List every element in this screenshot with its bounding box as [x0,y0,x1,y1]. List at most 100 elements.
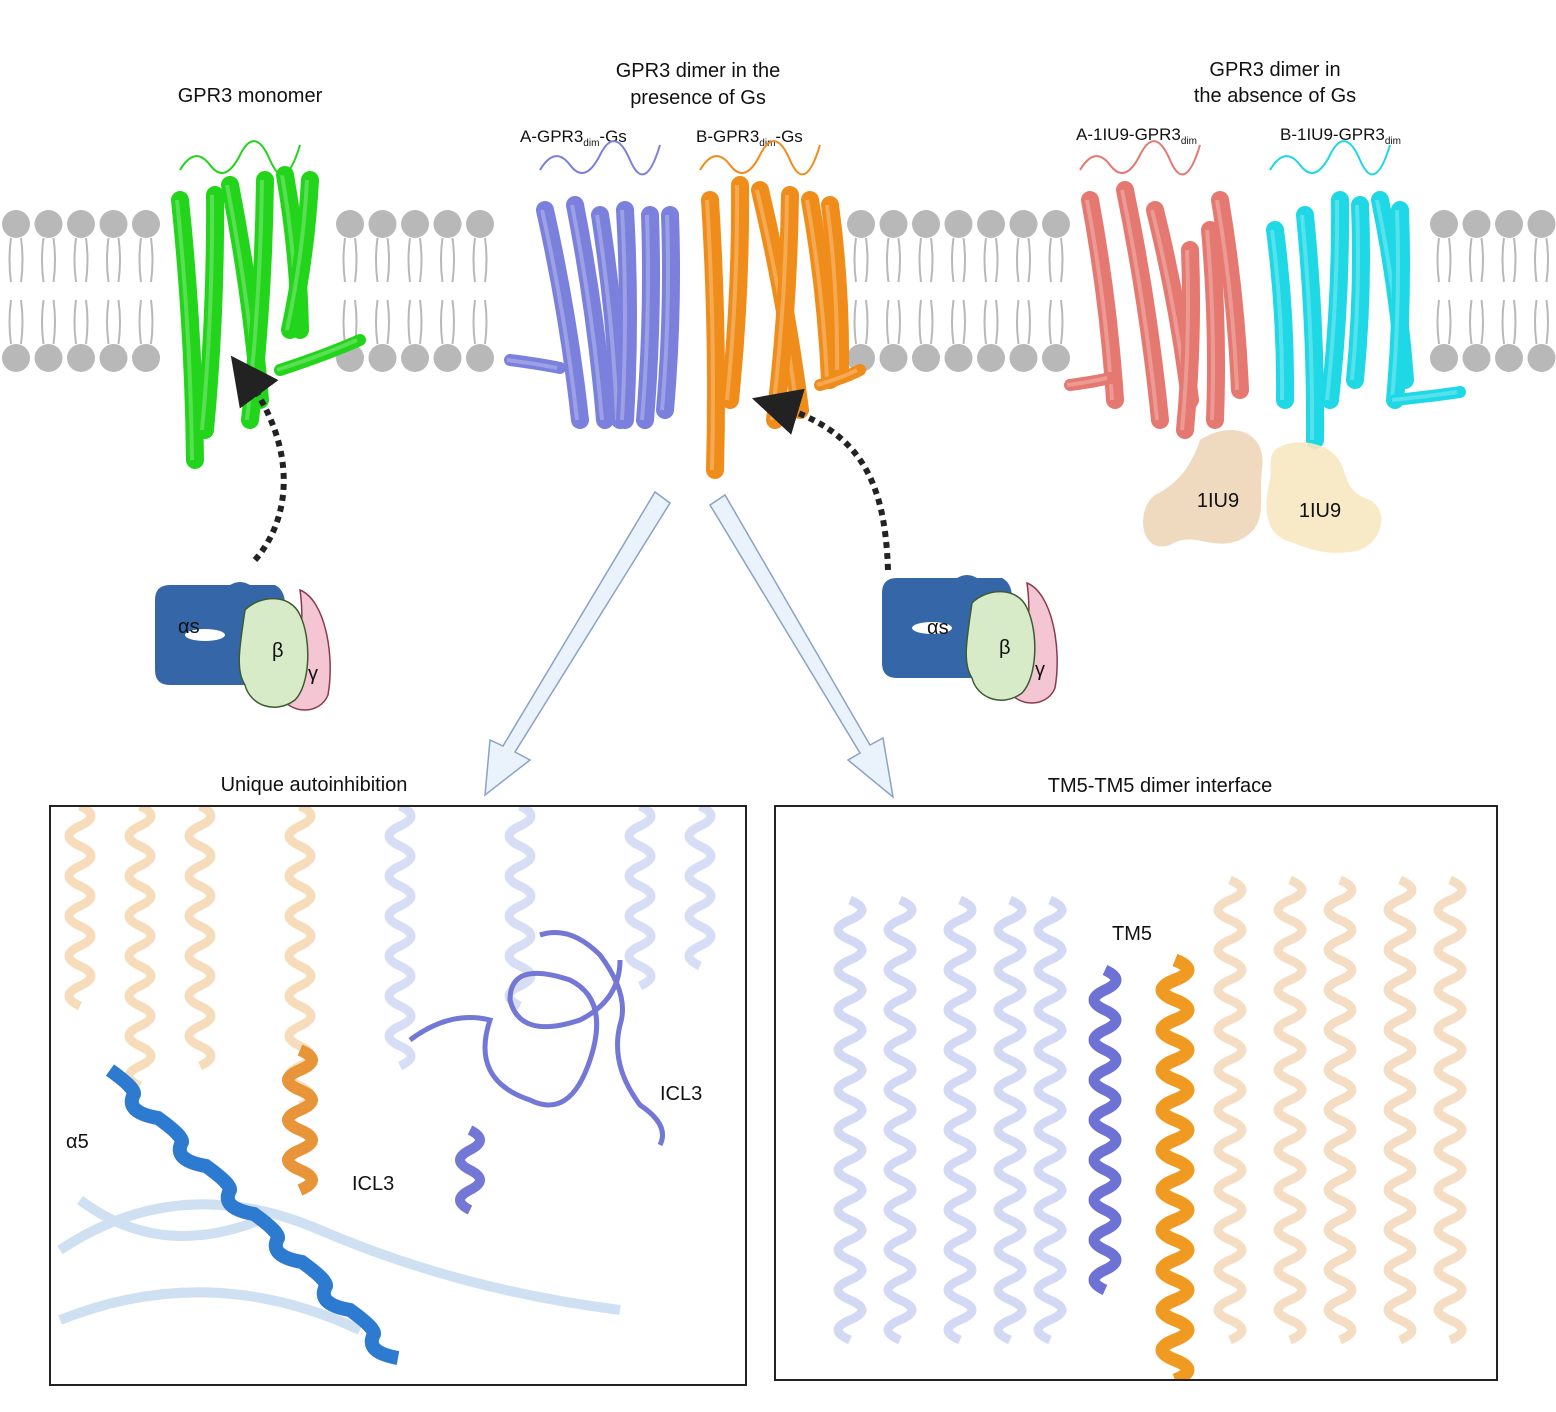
tm-helix [636,206,661,429]
tm-helix [566,196,614,429]
ribbon-helix [883,895,917,1345]
tm-helix [281,171,319,339]
lipid-tail [375,237,390,283]
lipid-tail [886,237,901,283]
lipid-tail [1469,299,1484,345]
alpha-s-label: αs [927,617,949,639]
lipid-tail [983,237,999,283]
lipid-head [2,210,30,238]
nanobody-label-right: 1IU9 [1299,500,1341,522]
lipid-tail [1436,237,1452,283]
tm-helix [504,354,566,374]
lipid-tail [918,237,934,283]
tm-helix [171,191,204,469]
lipid-tail [1534,299,1549,345]
lipid-tail [1501,299,1517,345]
tm5-interface-panel-frame [774,805,1498,1381]
hollow-arrow-left [484,490,672,797]
alpha-s-label: αs [178,616,200,638]
lipid-head [67,344,95,372]
lipid-head [34,210,63,238]
lipid-head [1462,210,1491,238]
autoinhibition-panel-structure [57,806,716,1365]
tm-helix [1176,241,1201,439]
lipid-tail [472,299,488,345]
lipid-head [847,210,875,238]
ribbon-helix [943,895,977,1345]
lipid-head [466,210,494,238]
tm-helix [274,334,366,376]
ribbon-helix [1383,875,1417,1345]
lipid-tail [73,299,89,345]
tm-helix [656,206,681,419]
lipid-tail [983,299,999,345]
loop [539,140,661,176]
tm-helix [1386,201,1411,409]
loop [699,140,821,176]
lipid-head [1430,210,1458,238]
ribbon-helix [384,806,416,1071]
lipid-head [912,344,940,372]
lipid-tail [1048,237,1064,283]
lipid-tail [440,237,455,283]
tm-helix [536,201,589,429]
lipid-head [34,344,63,372]
tm-helix [1211,191,1249,399]
lipid-head [1527,344,1556,372]
gamma-label: γ [308,663,318,685]
gamma-label: γ [1035,659,1045,681]
loop [179,140,301,176]
lipid-tail [73,237,89,283]
a-1iu9-gpr3-structure [1064,140,1249,439]
dashed-arrow-left [230,355,287,562]
lipid-head [977,344,1005,372]
ribbon-helix [1155,953,1195,1380]
tm5-interface-panel-structure [833,875,1467,1380]
tm5-label: TM5 [1112,923,1152,945]
lipid-head [132,210,160,238]
dimer-nogs-title-2: the absence of Gs [1194,85,1356,107]
hollow-arrow-right [708,493,895,799]
a-gpr3-gs-structure [504,140,681,429]
lipid-tail [106,237,121,283]
lipid-head [368,344,397,372]
lipid-head [1495,344,1523,372]
icl3-blue-loop [408,930,665,1147]
dimer-gs-title-1: GPR3 dimer in the [616,60,781,82]
lipid-tail [138,237,154,283]
lipid-tail [1534,237,1549,283]
lipid-tail [8,237,24,283]
lipid-tail [1501,237,1517,283]
lipid-tail [407,299,423,345]
lipid-tail [407,237,423,283]
dashed-arrow-right [751,388,891,571]
lipid-tail [951,237,966,283]
lipid-head [1495,210,1523,238]
tm-helix [821,196,850,379]
icl3-orange-label: ICL3 [352,1173,394,1195]
lipid-head [99,344,128,372]
tm-helix [1116,181,1169,429]
ribbon-helix [455,1125,485,1215]
lipid-tail [106,299,121,345]
lipid-head [1042,210,1070,238]
lipid-head [879,344,908,372]
loop [1269,140,1391,176]
lipid-head [1462,344,1491,372]
lipid-head [977,210,1005,238]
lipid-tail [375,299,390,345]
ribbon-helix [833,895,867,1345]
label-b-gpr3-gs: B-GPR3dim-Gs [696,127,803,149]
lipid-head [433,210,462,238]
beta-label: β [272,640,284,662]
lipid-head [1042,344,1070,372]
lipid-tail [1436,299,1452,345]
tm-helix [1296,206,1325,449]
tm-helix [196,186,225,439]
lipid-tail [41,299,56,345]
b-gpr3-gs-structure [699,140,866,479]
lipid-head [433,344,462,372]
label-a-1iu9: A-1IU9-GPR3dim [1076,125,1197,147]
lipid-head [132,344,160,372]
ribbon-helix [64,806,96,1011]
